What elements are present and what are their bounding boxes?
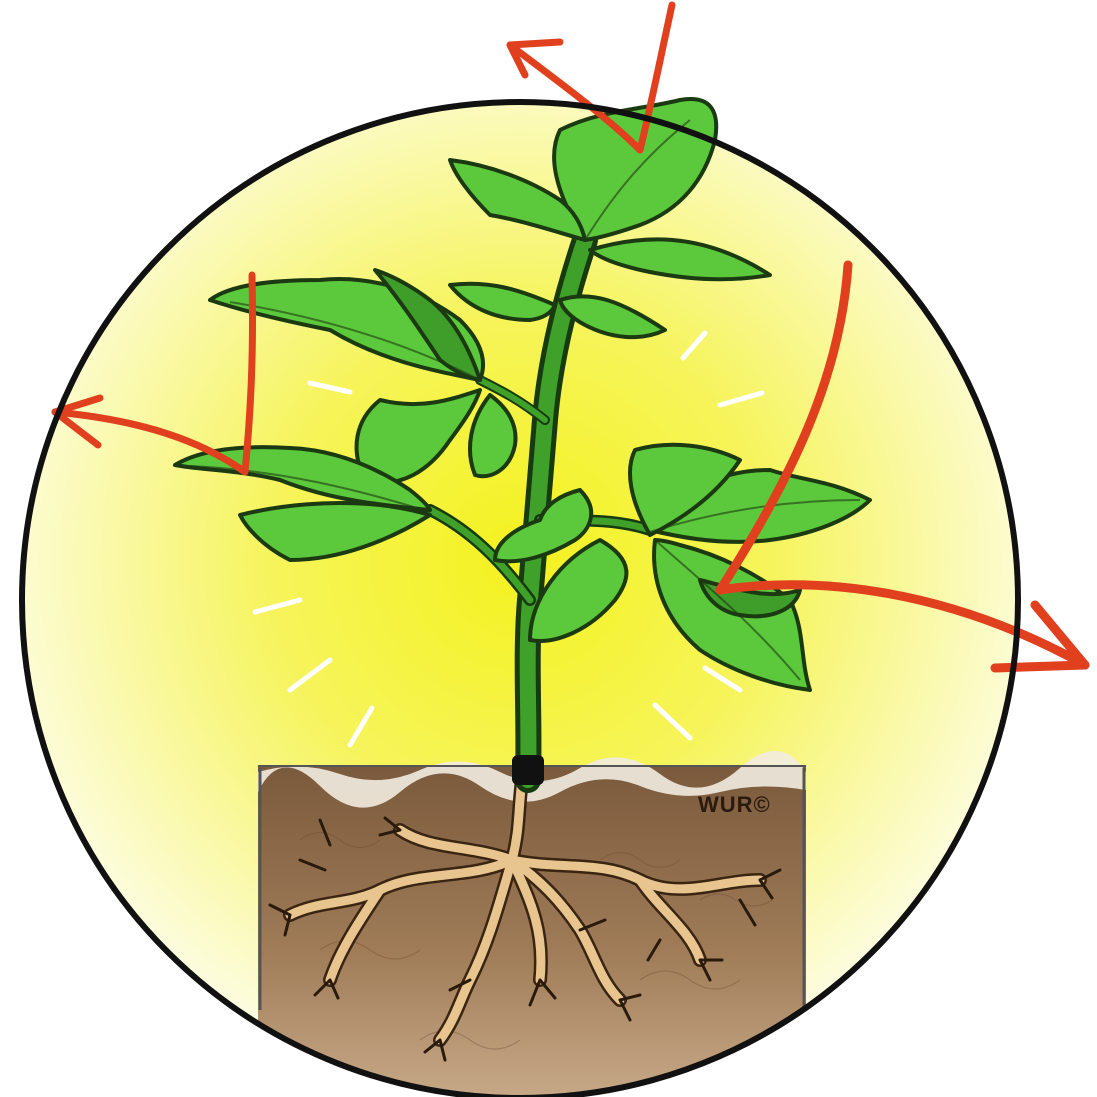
watermark-text: WUR©	[698, 792, 771, 817]
